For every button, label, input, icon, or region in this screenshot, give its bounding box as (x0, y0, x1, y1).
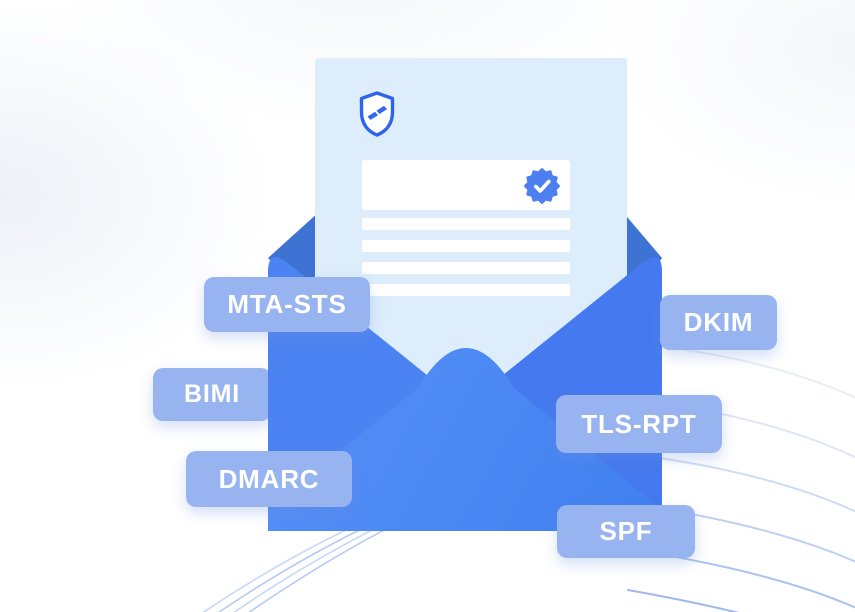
protocol-label-dmarc: DMARC (186, 451, 352, 507)
verified-badge-icon (524, 168, 560, 204)
letter-paper (315, 58, 627, 410)
envelope-front-flap (268, 348, 662, 531)
shield-icon (359, 91, 395, 137)
protocol-label-spf: SPF (557, 505, 695, 558)
protocol-label-mta-sts: MTA-STS (204, 277, 370, 332)
badge-seal (524, 168, 560, 204)
swoosh-line (248, 528, 387, 612)
letter-text-line (362, 284, 570, 296)
shield-bar (376, 105, 387, 114)
badge-checkmark (534, 179, 551, 193)
letter-text-line (362, 240, 570, 252)
protocol-label-bimi: BIMI (153, 368, 271, 421)
letter (315, 58, 627, 410)
swoosh-line (202, 516, 375, 612)
letter-header-block (362, 160, 570, 210)
protocol-label-tls-rpt: TLS-RPT (556, 395, 722, 453)
shield-outline (359, 91, 395, 137)
protocol-label-dkim: DKIM (660, 295, 777, 350)
letter-text-line (362, 218, 570, 230)
swoosh-line (217, 520, 379, 612)
shield-bar (367, 111, 378, 120)
letter-text-line (362, 262, 570, 274)
swoosh-line (233, 524, 383, 612)
letter-text-lines (362, 218, 570, 296)
arc-line (627, 589, 740, 612)
